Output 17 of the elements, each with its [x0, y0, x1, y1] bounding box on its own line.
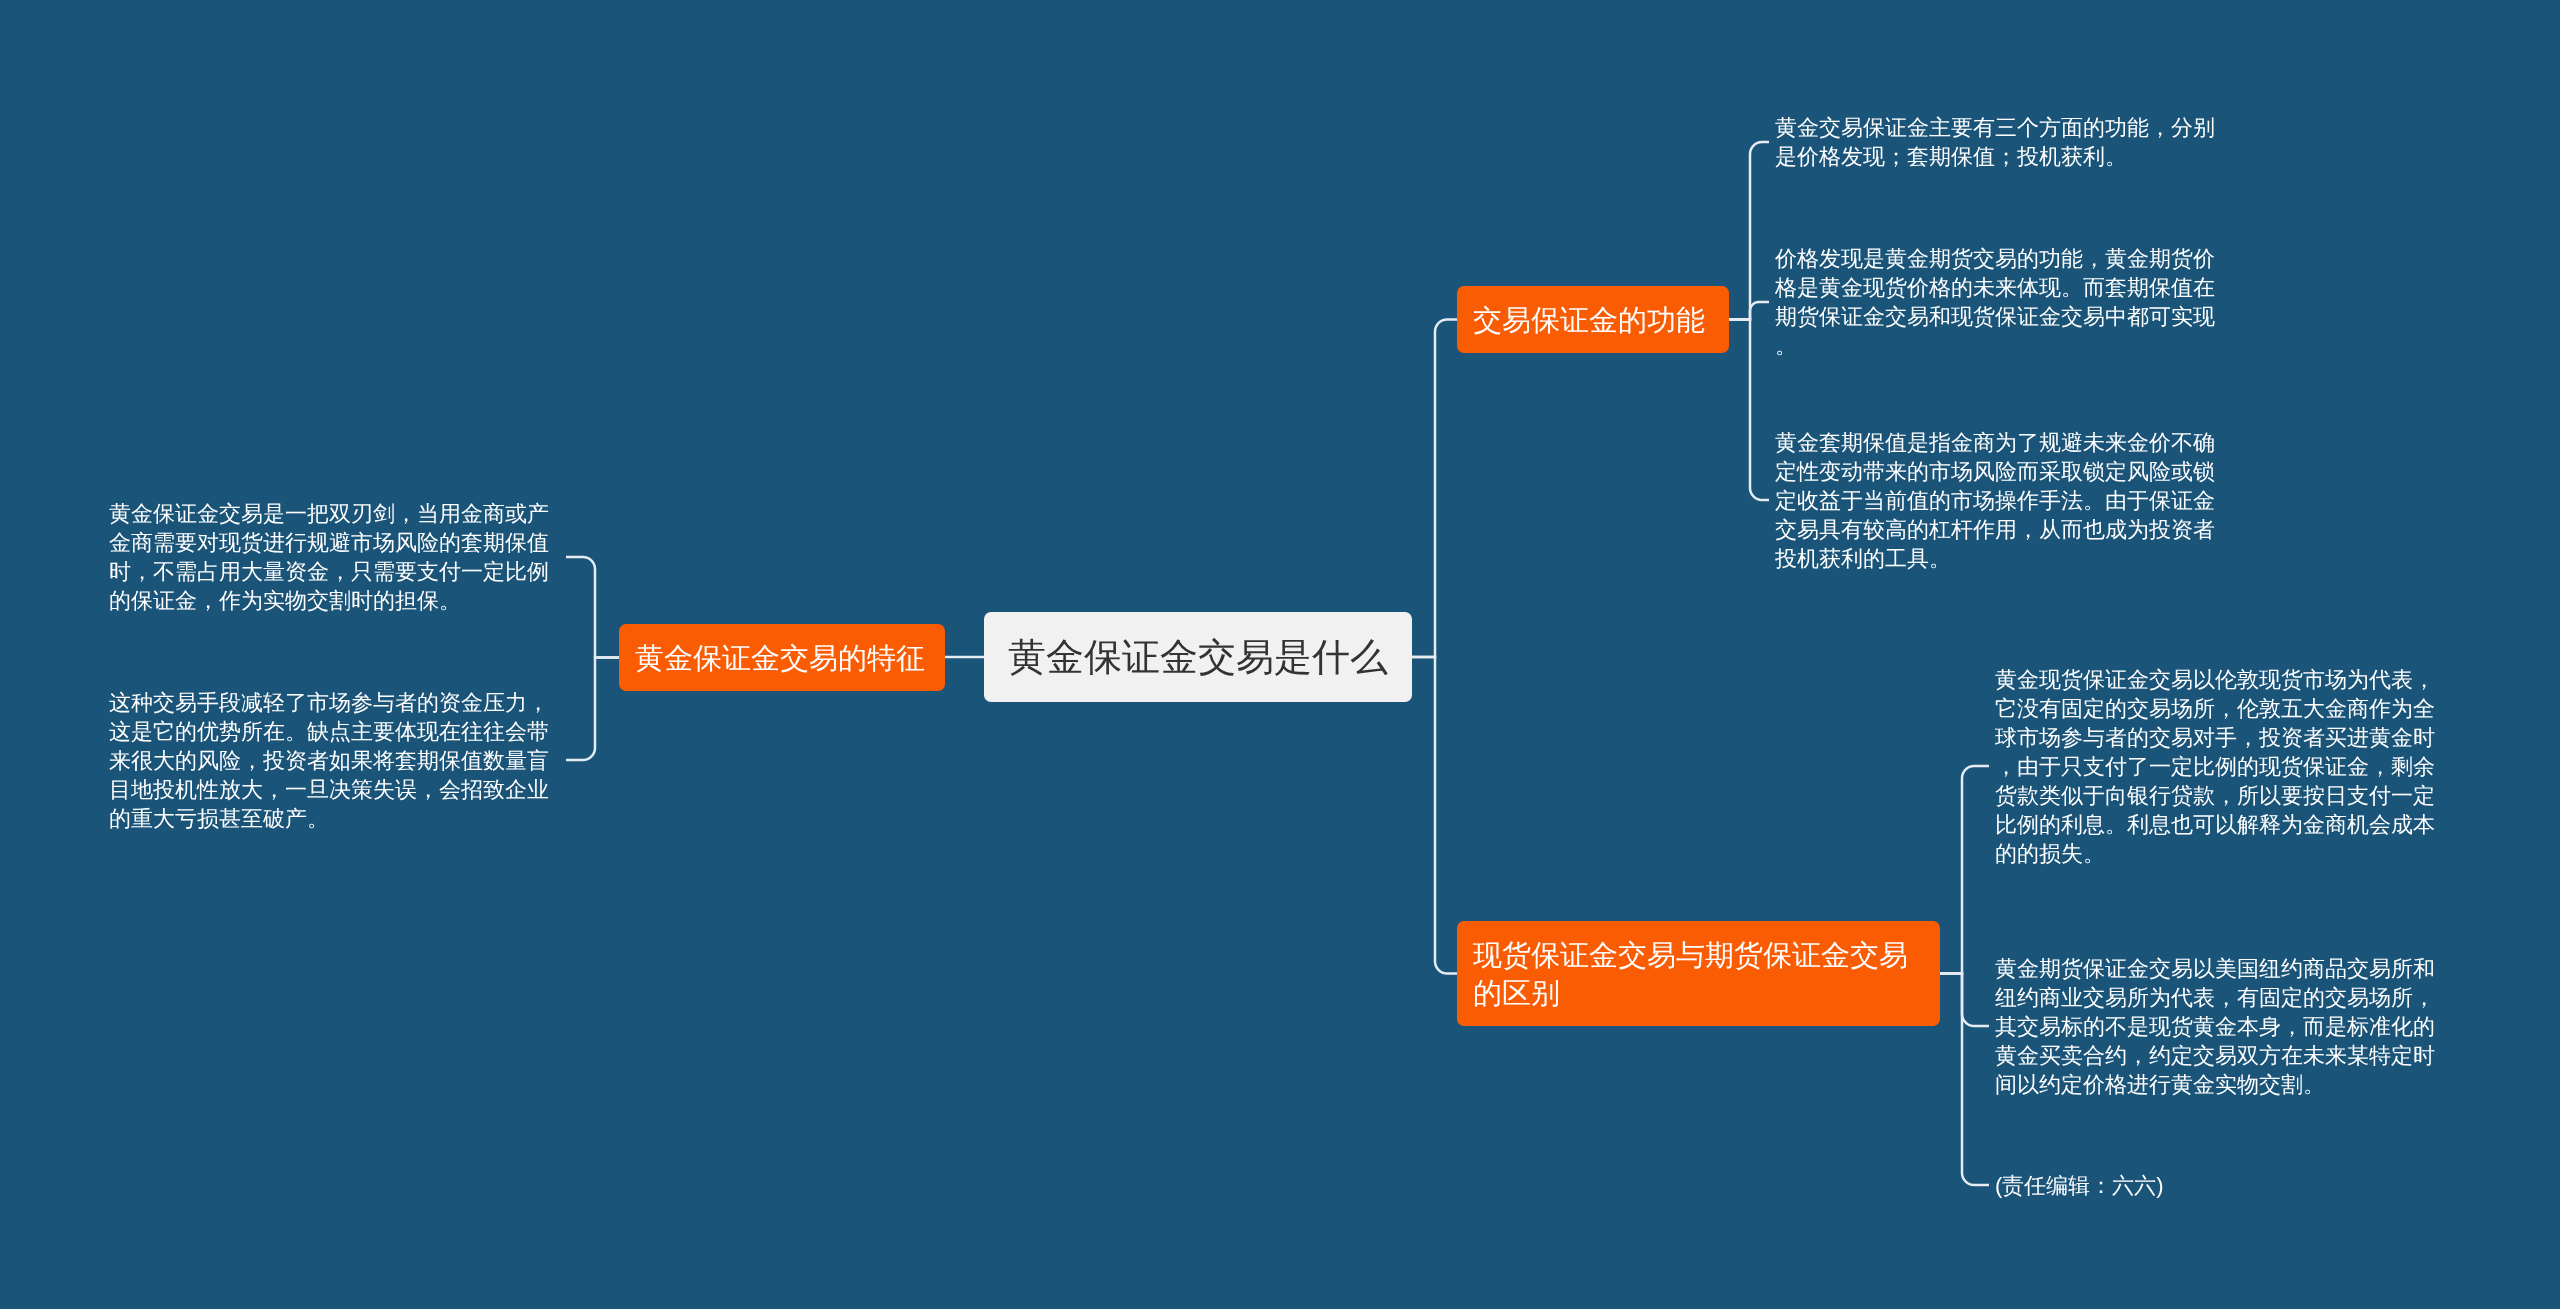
- note-text: 黄金交易保证金主要有三个方面的功能，分别是价格发现；套期保值；投机获利。: [1775, 113, 2226, 171]
- topic-box: 现货保证金交易与期货保证金交易的区别: [1457, 921, 1940, 1026]
- connector-line: [945, 655, 984, 659]
- connector-line: [1940, 972, 1989, 1187]
- note-text: 价格发现是黄金期货交易的功能，黄金期货价格是黄金现货价格的未来体现。而套期保值在期货保证金交易和现货保证金交易中都可实现。: [1775, 244, 2226, 360]
- connector-line: [1729, 318, 1769, 502]
- note-text: 黄金期货保证金交易以美国纽约商品交易所和纽约商业交易所为代表，有固定的交易场所，其交易标的不是现货黄金本身，而是标准化的黄金买卖合约，约定交易双方在未来某特定时间以约定价格进行黄金实物交割。: [1995, 953, 2446, 1099]
- connector-line: [1412, 655, 1457, 975]
- central-topic-box: 黄金保证金交易是什么: [984, 612, 1412, 702]
- note-text: 这种交易手段减轻了市场参与者的资金压力，这是它的优势所在。缺点主要体现在往往会带来很大的风险，投资者如果将套期保值数量盲目地投机性放大，一旦决策失误，会招致企业的重大亏损甚至破产。: [109, 687, 560, 833]
- topic-box: 交易保证金的功能: [1457, 286, 1729, 353]
- note-text: 黄金现货保证金交易以伦敦现货市场为代表，它没有固定的交易场所，伦敦五大金商作为全球市场参与者的交易对手，投资者买进黄金时，由于只支付了一定比例的现货保证金，剩余货款类似于向银行贷款，所以要按日支付一定比例的利息。利息也可以解释为金商机会成本的的损失。: [1995, 664, 2446, 868]
- connector-line: [566, 656, 619, 762]
- note-text: 黄金保证金交易是一把双刃剑，当用金商或产金商需要对现货进行规避市场风险的套期保值时，不需占用大量资金，只需要支付一定比例的保证金，作为实物交割时的担保。: [109, 499, 560, 615]
- note-text: 黄金套期保值是指金商为了规避未来金价不确定性变动带来的市场风险而采取锁定风险或锁定收益于当前值的市场操作手法。由于保证金交易具有较高的杠杆作用，从而也成为投资者投机获利的工具。: [1775, 427, 2226, 573]
- note-text: (责任编辑：六六): [1995, 1170, 2446, 1200]
- topic-box: 黄金保证金交易的特征: [619, 624, 945, 691]
